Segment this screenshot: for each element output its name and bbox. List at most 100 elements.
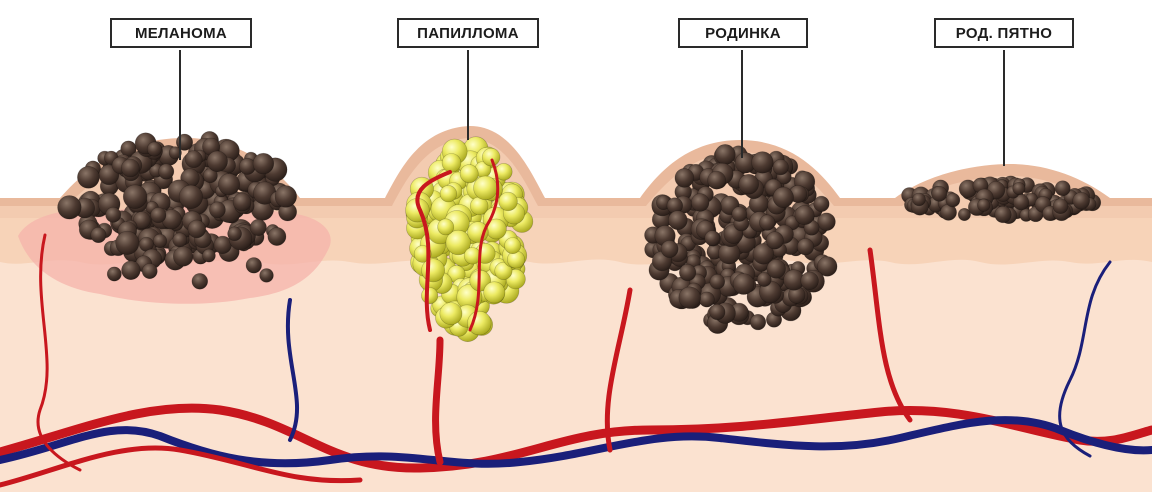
melanoma-cell — [106, 266, 122, 282]
mole-label: РОДИНКА — [678, 18, 808, 48]
mole-cell — [731, 206, 748, 222]
melanoma-cell — [132, 211, 151, 230]
melanoma-cell — [232, 192, 252, 212]
mole-cell — [674, 168, 695, 188]
melanoma-cell — [121, 158, 140, 178]
melanoma-cell — [173, 246, 194, 267]
mole-cell — [772, 186, 794, 208]
birthmark-cell — [957, 208, 971, 222]
melanoma-cell — [122, 184, 148, 209]
artery-branch-papilloma — [432, 336, 444, 466]
melanoma-cell — [209, 201, 226, 219]
birthmark-cell — [945, 192, 961, 208]
artery-branch-melanoma — [36, 233, 82, 472]
mole-cell — [756, 272, 772, 287]
papilloma-cell — [504, 237, 521, 255]
mole-cell — [732, 273, 755, 295]
mole-cell — [796, 238, 815, 256]
mole-cell — [766, 259, 786, 279]
mole-cell — [709, 274, 725, 290]
papilloma-cell — [483, 281, 506, 304]
mole-cell — [709, 303, 726, 321]
birthmark-cell — [1072, 191, 1090, 210]
melanoma-cell — [259, 268, 274, 283]
mole-cell — [751, 151, 774, 174]
papilloma-cell — [439, 185, 458, 203]
mole-cell — [660, 240, 679, 258]
melanoma-cell — [150, 207, 167, 224]
papilloma-vessels — [415, 158, 500, 332]
papilloma-cell — [421, 258, 446, 283]
birthmark-cell — [1054, 180, 1071, 197]
melanoma-cell — [238, 157, 256, 175]
artery-branch-birthmark — [867, 247, 913, 423]
papilloma-vessel — [415, 170, 452, 332]
melanoma-cell — [115, 230, 140, 255]
mole-cell — [690, 193, 710, 212]
papilloma-cell — [459, 164, 479, 184]
melanoma-cell — [191, 273, 209, 290]
melanoma-cell — [252, 152, 275, 175]
birthmark-cell — [1012, 182, 1026, 196]
melanoma-label: МЕЛАНОМА — [110, 18, 252, 48]
melanoma-cell — [178, 184, 203, 209]
mole-cell — [813, 195, 830, 212]
mole-cell — [698, 291, 715, 308]
birthmark-cell — [1052, 198, 1069, 214]
birthmark-cell — [931, 185, 948, 202]
melanoma-cell — [202, 248, 216, 263]
mole-cell — [714, 144, 736, 165]
melanoma-cell — [218, 173, 241, 196]
artery-branch-mole — [604, 287, 633, 453]
blood-vessels — [0, 233, 1152, 488]
mole-cell — [749, 314, 767, 331]
birthmark-cell — [977, 198, 991, 212]
papilloma-cell — [494, 261, 513, 280]
papilloma-cell — [437, 218, 455, 236]
mole-cell — [800, 271, 819, 290]
papilloma-cell — [445, 229, 471, 256]
mole-cell — [667, 210, 688, 230]
mole-cell — [707, 170, 726, 190]
melanoma-cell — [172, 232, 188, 248]
papilloma-cell — [439, 302, 463, 326]
melanoma-cell — [227, 226, 242, 242]
melanoma-cell — [267, 227, 287, 246]
papilloma-cell — [441, 153, 462, 173]
melanoma-cell-cluster — [57, 131, 298, 290]
melanoma-cell — [77, 166, 100, 189]
melanoma-cell — [121, 260, 141, 280]
birthmark-cell-cluster — [901, 175, 1102, 225]
vein-branch-melanoma — [285, 298, 299, 442]
melanoma-cell — [206, 150, 228, 172]
mole-cell — [738, 173, 760, 195]
mole-cell — [678, 263, 697, 282]
artery-main — [0, 403, 1152, 473]
papilloma-cell — [421, 287, 439, 305]
melanoma-cell — [245, 257, 262, 274]
melanoma-cell — [146, 141, 162, 157]
melanoma-cell — [57, 195, 82, 220]
melanoma-cell — [249, 219, 267, 237]
mole-cell — [817, 212, 836, 232]
artery-branch-left — [0, 445, 363, 488]
melanoma-cell — [187, 219, 207, 239]
mole-cell — [765, 231, 784, 250]
birthmark-cell — [912, 192, 926, 207]
birthmark-label: РОД. ПЯТНО — [934, 18, 1074, 48]
papilloma-cell — [473, 175, 498, 201]
vein-branch-right — [1058, 260, 1112, 458]
mole-cell — [704, 230, 721, 246]
melanoma-cell — [168, 146, 182, 160]
mole-cell — [772, 159, 789, 176]
melanoma-cell — [105, 206, 122, 223]
mole-cell — [752, 243, 774, 265]
melanoma-cell — [152, 233, 168, 248]
mole-cell — [678, 286, 701, 309]
papilloma-label: ПАПИЛЛОМА — [397, 18, 539, 48]
melanoma-cell — [90, 227, 107, 244]
melanoma-cell — [141, 263, 158, 279]
melanoma-cell — [158, 163, 175, 180]
mole-cell-cluster — [644, 144, 838, 334]
